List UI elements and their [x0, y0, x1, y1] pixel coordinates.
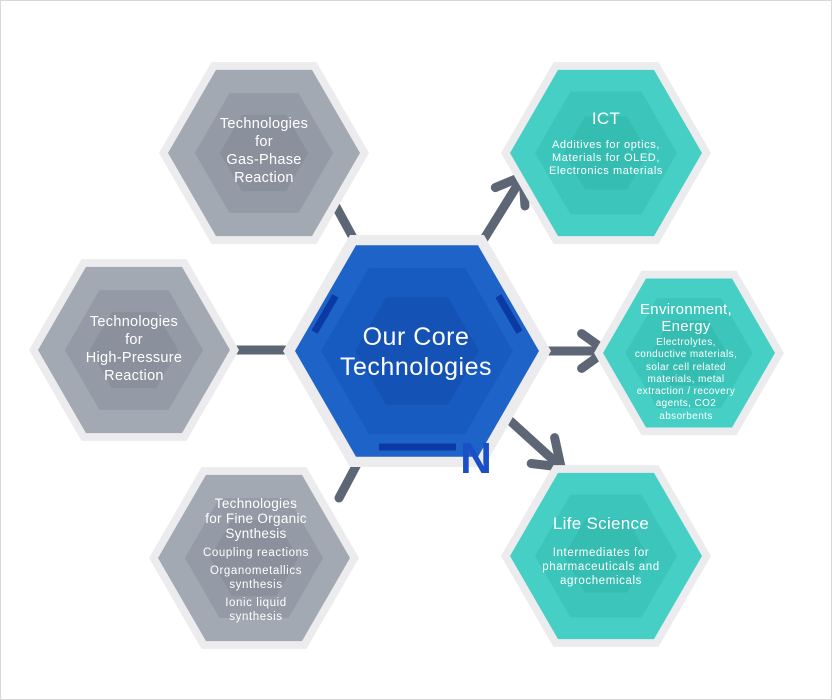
gas-phase-title: Technologies for Gas-Phase Reaction [219, 116, 309, 186]
core-title: Our Core Technologies [340, 323, 492, 381]
environment-title: Environment, Energy [640, 301, 732, 336]
arrow-ict-shaft [474, 171, 528, 252]
high-pressure-title: Technologies for High-Pressure Reaction [85, 314, 183, 384]
fine-organic-title: Technologies for Fine Organic Synthesis [205, 496, 307, 541]
core-logo-letter: N [460, 434, 492, 483]
node-fine-organic: Technologies for Fine Organic Synthesis … [166, 491, 346, 629]
life-science-hex-inner [563, 519, 649, 593]
ict-hex-inner [563, 116, 649, 190]
core-accent-bar-left [311, 294, 339, 334]
environment-hex-inner [651, 320, 727, 386]
fine-organic-item-organometallics: Organometallics synthesis [209, 565, 303, 591]
arrow-life-science-shaft [502, 413, 566, 472]
core-hex-inner [355, 297, 479, 405]
node-high-pressure: Technologies for High-Pressure Reaction [49, 311, 219, 387]
gas-phase-hex-inner [219, 114, 309, 192]
fine-organic-item-coupling: Coupling reactions [202, 547, 310, 559]
life-science-description: Intermediates for pharmaceuticals and ag… [542, 547, 660, 587]
high-pressure-hex-inner [89, 311, 179, 389]
environment-description: Electrolytes, conductive materials, sola… [634, 337, 738, 422]
core-logo-n: N [453, 429, 499, 489]
core-accent-bar-right [495, 294, 523, 334]
ict-title: ICT [591, 108, 621, 128]
fine-organic-item-ionic-liquid: Ionic liquid synthesis [225, 597, 287, 623]
node-gas-phase: Technologies for Gas-Phase Reaction [179, 113, 349, 189]
node-life-science: Life Science Intermediates for pharmaceu… [506, 509, 696, 593]
fine-organic-hex-inner [209, 519, 299, 597]
life-science-title: Life Science [552, 514, 650, 533]
ict-description: Additives for optics, Materials for OLED… [548, 138, 664, 177]
node-core: Our Core Technologies [301, 319, 531, 385]
node-ict: ICT Additives for optics, Materials for … [516, 99, 696, 187]
node-environment-energy: Environment, Energy Electrolytes, conduc… [606, 293, 766, 431]
